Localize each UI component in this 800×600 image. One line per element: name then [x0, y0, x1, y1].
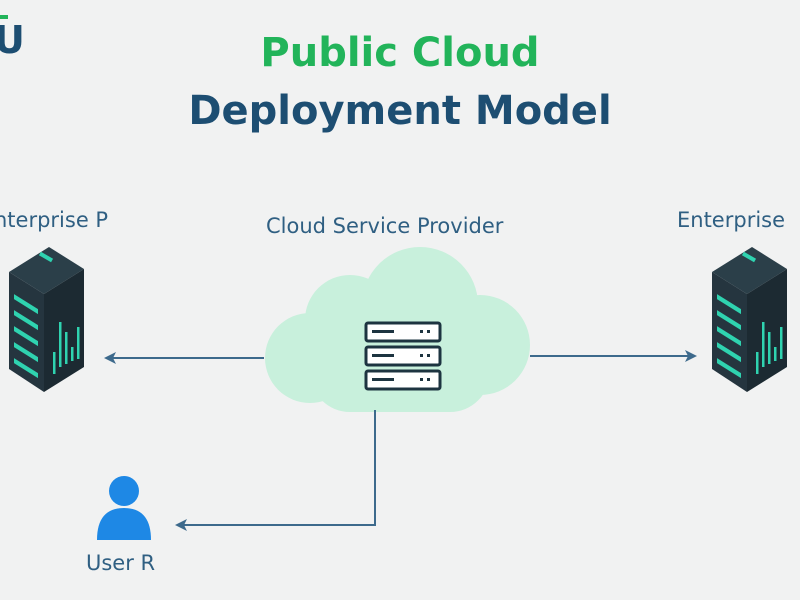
label-enterprise-left: nterprise P [0, 208, 109, 232]
arrow-icon-to-user [175, 410, 376, 531]
title-line-1: Public Cloud [260, 30, 540, 76]
server-rack-icon-left [9, 247, 84, 392]
server-rack-icon-right [712, 247, 787, 392]
label-enterprise-right: Enterprise [677, 208, 786, 232]
arrow-icon-to-right-enterprise [530, 350, 697, 362]
arrow-icon-to-left-enterprise [104, 352, 264, 364]
server-stack-icon [364, 321, 442, 391]
logo-fragment: U [0, 18, 25, 62]
user-icon [97, 476, 151, 540]
label-user: User R [86, 551, 156, 575]
title-line-2: Deployment Model [188, 88, 612, 134]
logo-accent [0, 15, 8, 19]
label-cloud-service-provider: Cloud Service Provider [266, 214, 504, 238]
